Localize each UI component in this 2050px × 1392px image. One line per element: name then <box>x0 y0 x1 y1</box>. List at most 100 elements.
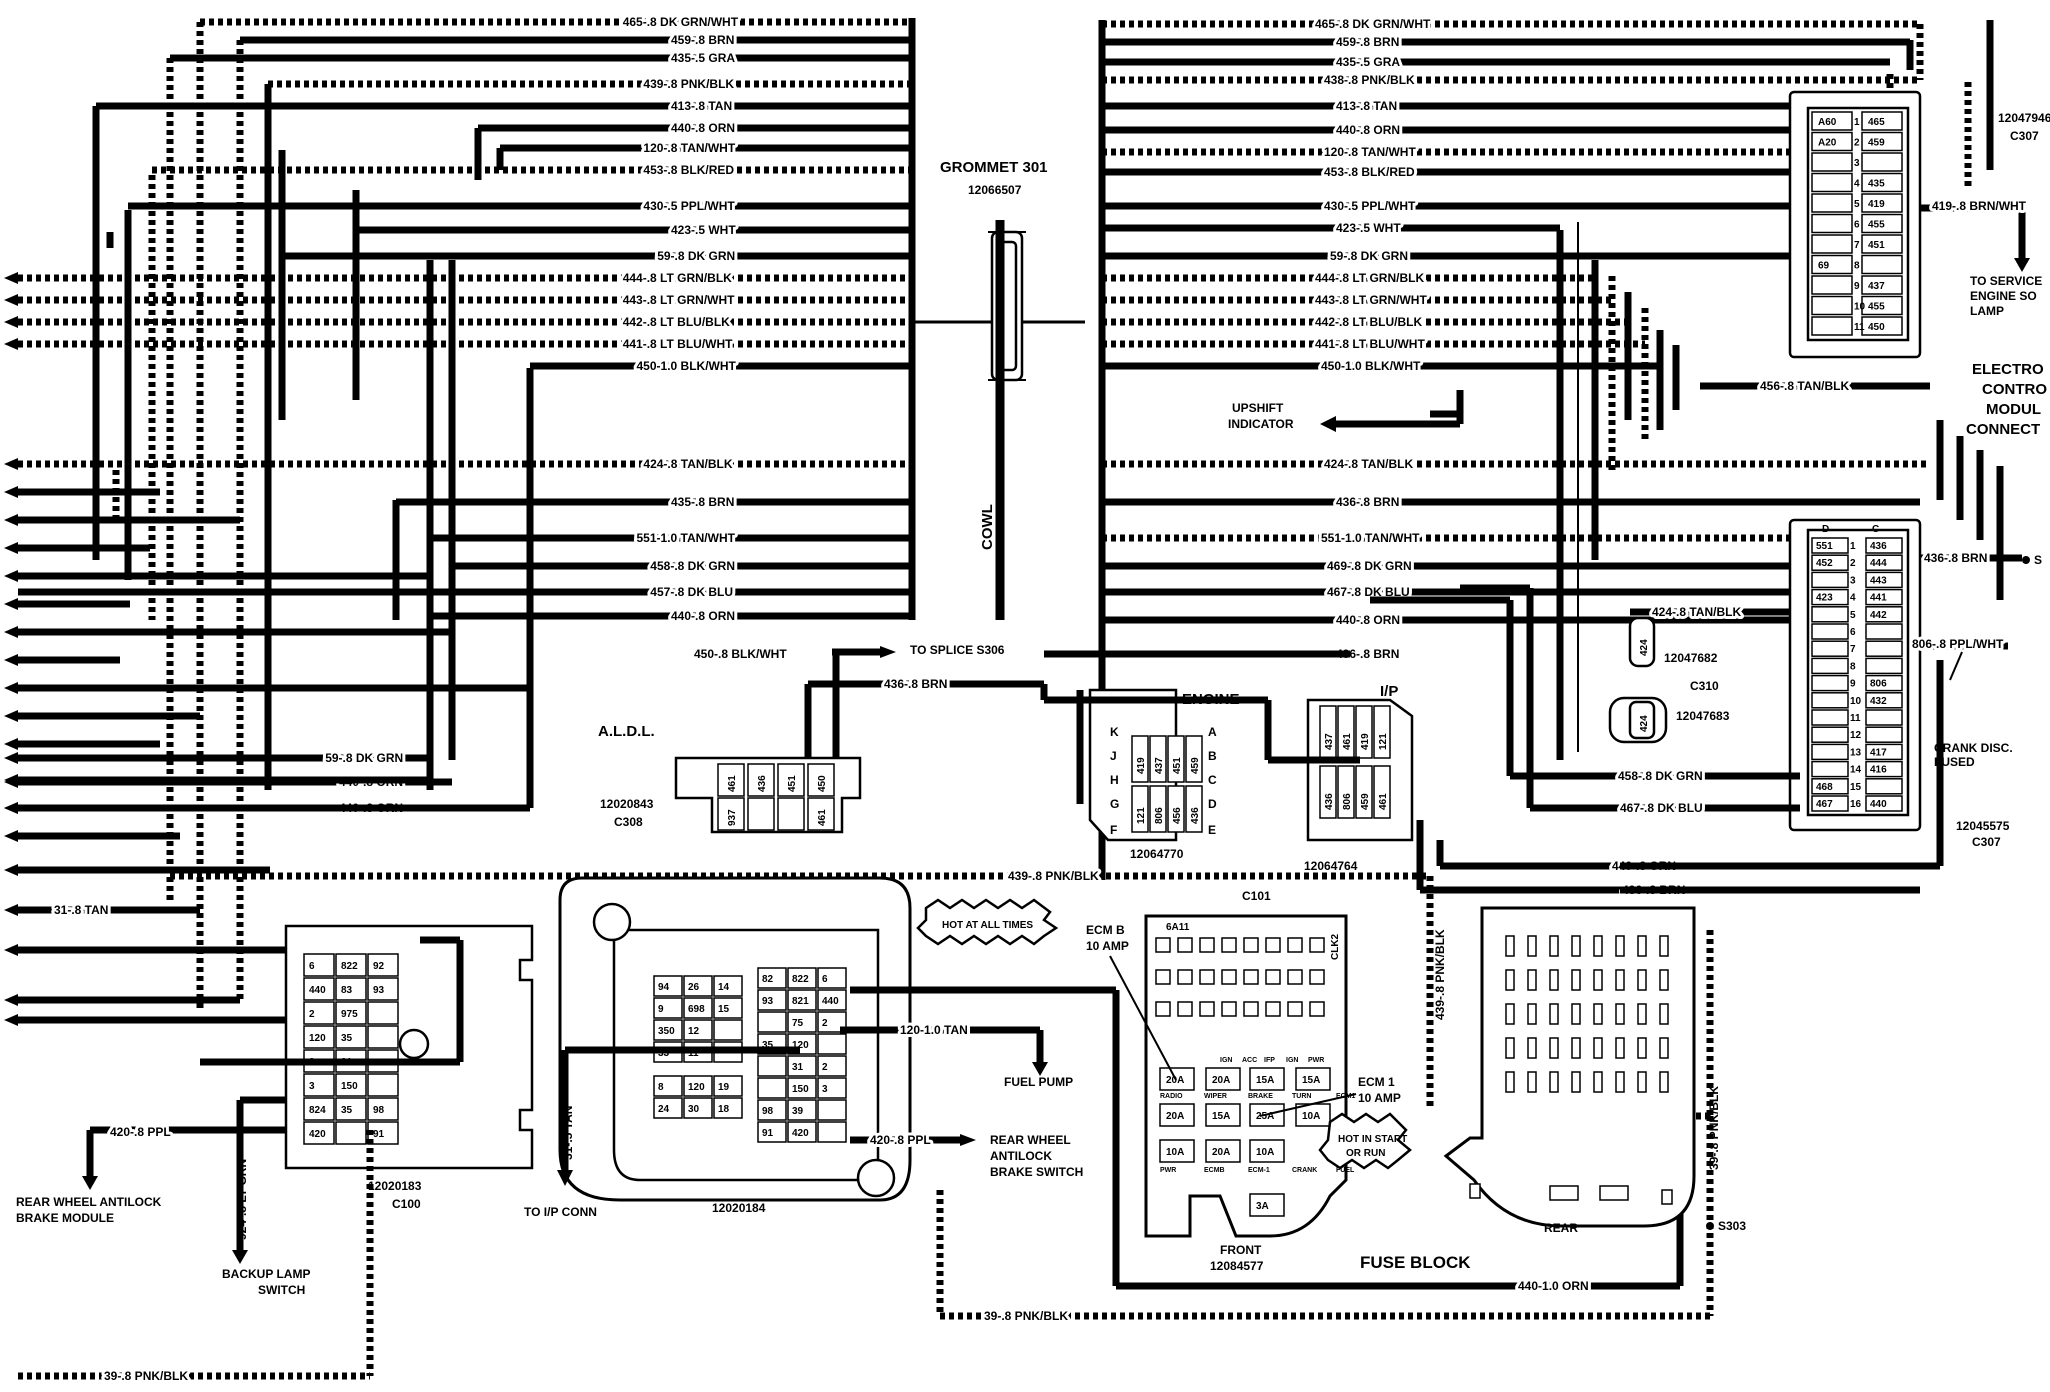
svg-text:436-.8 BRN: 436-.8 BRN <box>884 677 947 691</box>
fuse-small-label-1: ACC <box>1242 1057 1257 1064</box>
right-wire-label-8: 430-.5 PPL/WHT <box>1324 199 1416 213</box>
left-harness-exits <box>18 488 530 1004</box>
left-wire-label-13: 442-.8 LT BLU/BLK <box>623 315 730 329</box>
c101-engine-pin-7 <box>1185 785 1203 833</box>
ecm-bottom-right-pin-label-1: 444 <box>1870 558 1887 569</box>
ecm-top-part: 12047946 <box>1998 111 2050 125</box>
rear-fuse-3-0 <box>1505 1037 1515 1059</box>
ecm-bottom-left-pin-label-14: 468 <box>1816 782 1833 793</box>
left-wire-label-3: 439-.8 PNK/BLK <box>643 77 734 91</box>
left-harness-frame <box>92 18 916 1010</box>
rear-fuse-4-6 <box>1637 1071 1647 1093</box>
c100-pin-0-2 <box>367 953 399 977</box>
svg-text:450-.8 BLK/WHT: 450-.8 BLK/WHT <box>694 647 787 661</box>
fuse-small-label-3: IGN <box>1286 1057 1298 1064</box>
c100b-right-pin-2-1 <box>787 1011 817 1033</box>
left-c100-arrow-0 <box>4 904 18 916</box>
fuse-bot-label-3: CRANK <box>1292 1167 1317 1174</box>
ecm-bottom-pin-number-0: 1 <box>1850 541 1856 552</box>
svg-text:ENGINE SO: ENGINE SO <box>1970 289 2037 303</box>
c100-pin-0-1 <box>335 953 367 977</box>
hot-at-all-times-badge: HOT AT ALL TIMES <box>916 898 1059 946</box>
c100-pin-label-1-1: 83 <box>341 985 353 996</box>
svg-text:467-.8 DK BLU: 467-.8 DK BLU <box>1620 801 1703 815</box>
ecm-top-pin-number-7: 8 <box>1854 261 1860 272</box>
c100b-right-pin-4-0 <box>757 1055 787 1077</box>
ecm-bottom-left-pin-11 <box>1811 726 1849 743</box>
c100b-right-pin-6-2 <box>817 1099 847 1121</box>
c100-pin-label-3-0: 120 <box>309 1033 326 1044</box>
c100b-small-pin-label-0-2: 19 <box>718 1082 730 1093</box>
ecm-top-pin-number-8: 9 <box>1854 281 1860 292</box>
svg-text:420-.8 PPL: 420-.8 PPL <box>870 1133 931 1147</box>
right-wire-label-15: 450-1.0 BLK/WHT <box>1321 359 1421 373</box>
c101-ip-pin-2 <box>1355 705 1373 759</box>
c101-ip-pin-4 <box>1319 765 1337 819</box>
c100b-small-pin-label-1-2: 18 <box>718 1104 730 1115</box>
c100b-pin-2-0 <box>653 1019 683 1041</box>
svg-text:12064764: 12064764 <box>1304 859 1358 873</box>
svg-text:FUEL PUMP: FUEL PUMP <box>1004 1075 1073 1089</box>
c100b-right-pin-label-2-2: 2 <box>822 1018 828 1029</box>
left-wire-label-1: 459-.8 BRN <box>671 33 734 47</box>
ecm-bottom-right-pin-label-13: 416 <box>1870 765 1887 776</box>
svg-text:31-.8 TAN: 31-.8 TAN <box>54 903 108 917</box>
rear-fuse-0-1 <box>1527 935 1537 957</box>
left-wire-label-17: 435-.8 BRN <box>671 495 734 509</box>
rear-fuse-3-6 <box>1637 1037 1647 1059</box>
ecm-col-c: C <box>1872 524 1879 535</box>
svg-text:A.L.D.L.: A.L.D.L. <box>598 723 655 740</box>
c100b-small-pin-1-0 <box>653 1097 683 1119</box>
rear-fuse-0-3 <box>1571 935 1581 957</box>
right-wire-label-19: 469-.8 DK GRN <box>1327 559 1412 573</box>
svg-text:436-.8 BRN: 436-.8 BRN <box>1924 551 1987 565</box>
ecm-title: ELECTRO CONTRO MODUL CONNECT <box>1966 361 2047 438</box>
c101-ip-pin-label-2: 419 <box>1360 733 1371 750</box>
grommet-301: GROMMET 301 12066507 COWL <box>910 159 1085 620</box>
rear-fuse-2-1 <box>1527 1003 1537 1025</box>
ecm-top-right-pin-label-6: 451 <box>1868 240 1885 251</box>
svg-text:440-1.0 ORN: 440-1.0 ORN <box>1518 1279 1589 1293</box>
grommet-title: GROMMET 301 <box>940 159 1048 176</box>
c100b-right-pin-label-4-1: 31 <box>792 1062 804 1073</box>
c100b-right-pin-5-2 <box>817 1077 847 1099</box>
fuse-relay-2-3 <box>1221 1001 1237 1017</box>
fuse-mid-label-0: RADIO <box>1160 1093 1183 1100</box>
fuse-relay-0-1 <box>1177 937 1193 953</box>
svg-text:OR RUN: OR RUN <box>1346 1148 1385 1159</box>
ecm-top-right-pin-5 <box>1861 213 1903 234</box>
left-c100-arrow-2 <box>4 1014 18 1026</box>
svg-text:424: 424 <box>1639 639 1650 656</box>
ecm-bottom-left-pin-label-0: 551 <box>1816 541 1833 552</box>
svg-text:458-.8 DK GRN: 458-.8 DK GRN <box>1618 769 1703 783</box>
ecm-bottom-pin-number-9: 10 <box>1850 696 1862 707</box>
aldl-top-pin-label-3: 450 <box>817 775 828 792</box>
svg-text:C308: C308 <box>614 815 643 829</box>
c100-pin-3-2 <box>367 1025 399 1049</box>
right-wire-label-6: 120-.8 TAN/WHT <box>1324 145 1416 159</box>
left-exit-arrow-7 <box>4 682 18 694</box>
svg-text:FRONT: FRONT <box>1220 1243 1262 1257</box>
fuse-label-11: 10A <box>1256 1147 1274 1158</box>
ecm-bottom-pin-number-15: 16 <box>1850 799 1862 810</box>
c100b-pin-label-0-2: 14 <box>718 982 730 993</box>
ecm-top-right-pin-8 <box>1861 275 1903 295</box>
ecm-top-right-pin-label-8: 437 <box>1868 281 1885 292</box>
c100-pin-3-1 <box>335 1025 367 1049</box>
left-wire-label-15: 450-1.0 BLK/WHT <box>637 359 737 373</box>
c100b-right-pin-label-1-0: 93 <box>762 996 774 1007</box>
c100b-right-pin-label-3-1: 120 <box>792 1040 809 1051</box>
fuse-block-rear: REAR <box>1443 906 1696 1235</box>
c100b-small-pin-0-0 <box>653 1075 683 1097</box>
c101-letter-0: K <box>1110 725 1119 739</box>
rear-fuse-3-7 <box>1659 1037 1669 1059</box>
svg-text:BACKUP LAMP: BACKUP LAMP <box>222 1267 310 1281</box>
ecm-bottom-left-pin-15 <box>1811 795 1849 812</box>
c100b-right-pin-7-0 <box>757 1121 787 1143</box>
fuse-relay-0-5 <box>1265 937 1281 953</box>
aldl-top-pin-3 <box>807 763 835 797</box>
c100-pin-label-2-0: 2 <box>309 1009 315 1020</box>
